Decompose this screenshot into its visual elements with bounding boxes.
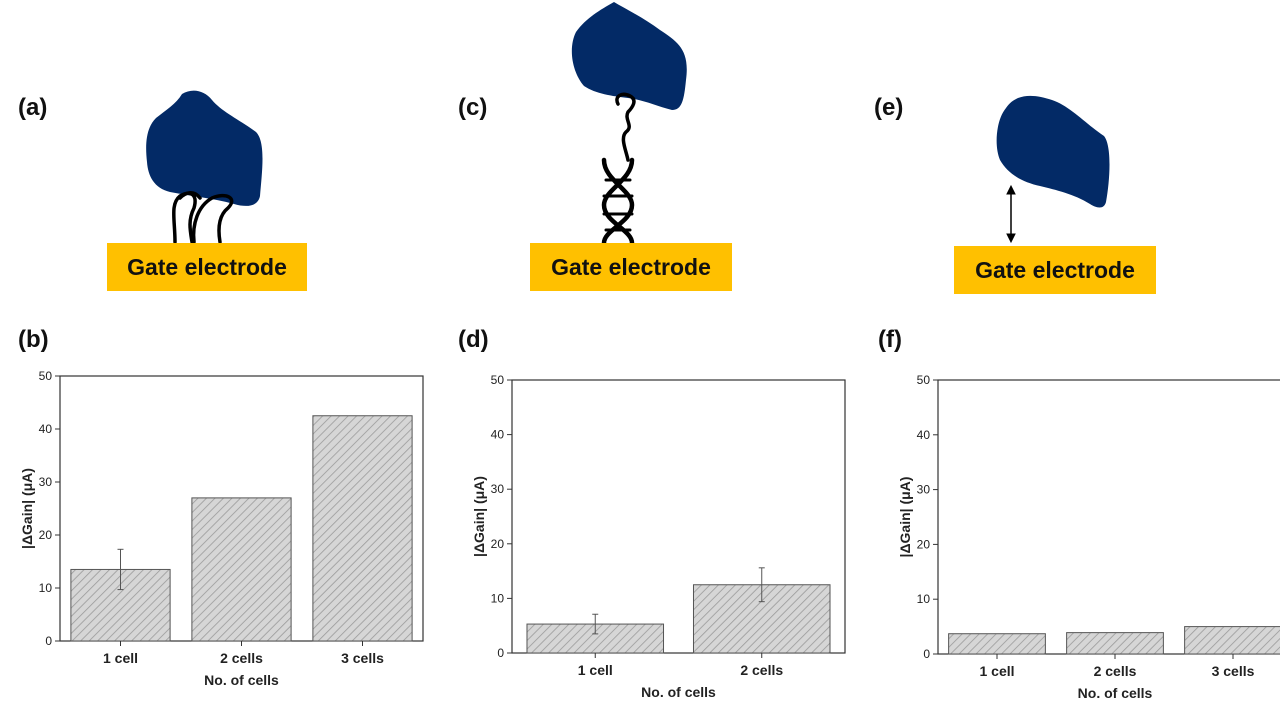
x-axis-title: No. of cells (204, 672, 279, 688)
gate-electrode-a: Gate electrode (107, 243, 307, 291)
x-axis-title: No. of cells (1078, 685, 1153, 701)
panel-label-b: (b) (18, 326, 49, 353)
y-axis-title: |ΔGain| (μA) (19, 468, 35, 549)
y-tick-label: 50 (39, 369, 53, 383)
cell-shape (996, 95, 1110, 208)
gate-electrode-e: Gate electrode (954, 246, 1156, 294)
y-tick-label: 50 (917, 373, 931, 387)
dna-helix-icon (601, 157, 635, 246)
x-tick-label: 1 cell (578, 662, 613, 678)
bar (948, 633, 1046, 655)
y-tick-label: 20 (491, 537, 505, 551)
y-tick-label: 20 (917, 537, 931, 551)
x-axis-title: No. of cells (641, 684, 716, 700)
y-tick-label: 30 (917, 483, 931, 497)
diagram-a (146, 90, 263, 244)
y-tick-label: 0 (923, 647, 930, 661)
diagram-e (996, 95, 1110, 244)
bar (1184, 626, 1280, 655)
error-bar (592, 613, 599, 635)
panel-label-f: (f) (878, 326, 902, 353)
y-axis-title: |ΔGain| (μA) (471, 476, 487, 557)
y-tick-label: 40 (917, 428, 931, 442)
panel-label-e: (e) (874, 94, 904, 121)
bar (1066, 632, 1164, 655)
y-tick-label: 40 (491, 428, 505, 442)
panel-label-d: (d) (458, 326, 489, 353)
panel-label-c: (c) (458, 94, 488, 121)
aptamer-linker-icon (615, 92, 636, 162)
diagram-c (571, 2, 687, 246)
plot-frame (937, 379, 1280, 655)
y-tick-label: 40 (39, 422, 53, 436)
x-tick-label: 2 cells (1094, 663, 1137, 679)
y-tick-label: 30 (39, 475, 53, 489)
y-tick-label: 30 (491, 482, 505, 496)
x-tick-label: 2 cells (740, 662, 783, 678)
x-tick-label: 3 cells (1212, 663, 1255, 679)
y-tick-label: 10 (917, 592, 931, 606)
y-tick-label: 10 (491, 591, 505, 605)
error-bar (758, 567, 765, 603)
y-tick-label: 20 (39, 528, 53, 542)
y-tick-label: 50 (491, 373, 505, 387)
bar (312, 415, 413, 642)
gate-electrode-c: Gate electrode (530, 243, 732, 291)
y-tick-label: 10 (39, 581, 53, 595)
bar (191, 497, 292, 642)
error-bar (117, 548, 124, 591)
cell-shape (571, 2, 687, 110)
x-tick-label: 3 cells (341, 650, 384, 666)
y-tick-label: 0 (45, 634, 52, 648)
x-tick-label: 1 cell (979, 663, 1014, 679)
cell-shape (146, 90, 263, 206)
x-tick-label: 1 cell (103, 650, 138, 666)
y-axis-title: |ΔGain| (μA) (897, 477, 913, 558)
plot-frame (511, 379, 846, 654)
y-tick-label: 0 (497, 646, 504, 660)
aptamer-pair-icon (172, 191, 234, 244)
panel-label-a: (a) (18, 94, 48, 121)
distance-arrow-icon (1006, 184, 1016, 244)
x-tick-label: 2 cells (220, 650, 263, 666)
